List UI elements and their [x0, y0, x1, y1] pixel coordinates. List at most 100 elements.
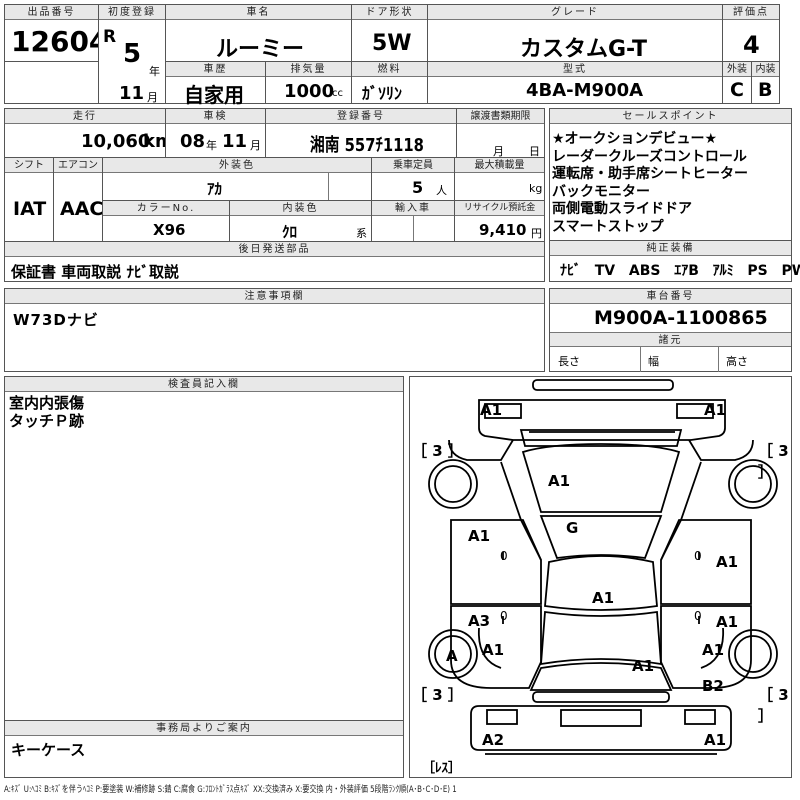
- wheel-right-rear: [728, 629, 778, 679]
- door-cell: ドア形状 5W: [351, 4, 428, 62]
- later-parts: 保証書 車両取説 ﾅﾋﾞ取説: [11, 263, 179, 281]
- inspector-panel: 検査員記入欄 室内内張傷 タッチＰ跡: [4, 376, 404, 721]
- fuel-label: 燃料: [352, 62, 427, 77]
- front-lamp-right: [676, 403, 714, 419]
- mileage-label: 走行: [5, 109, 165, 124]
- tire-top-left: ［ 3 ］: [412, 442, 463, 460]
- ac: AAC: [60, 198, 104, 220]
- equipment-item: ﾅﾋﾞ: [560, 263, 581, 279]
- equipment-list: ﾅﾋﾞ TV ABS ｴｱB ｱﾙﾐ PS PW: [560, 260, 800, 280]
- shift: IAT: [13, 198, 47, 220]
- equipment-item: PS: [747, 263, 768, 279]
- equipment-panel: 純正装備 ﾅﾋﾞ TV ABS ｴｱB ｱﾙﾐ PS PW: [549, 240, 800, 282]
- equipment-item: PW: [781, 263, 800, 279]
- notes-text: W73Dナビ: [13, 311, 99, 329]
- sales-point-item: バックモニター: [552, 183, 650, 200]
- displacement-unit: cc: [332, 88, 343, 99]
- left-front-door: [450, 519, 542, 605]
- rear-panel: [470, 705, 732, 751]
- inspection-month: 11: [222, 131, 248, 152]
- max-load-cell: 最大積載量 kg: [454, 157, 545, 201]
- mark-rear-left: A2: [482, 731, 505, 749]
- chassis-panel: 車台番号 M900A-1100865 諸元 長さ 幅 高さ: [549, 288, 792, 372]
- model: 4BA-M900A: [526, 80, 644, 101]
- right-rear-door: [660, 605, 752, 689]
- sales-points-panel: セールスポイント ★オークションデビュー★ レーダークルーズコントロール 運転席…: [549, 108, 792, 241]
- inspection-year: 08: [180, 131, 206, 152]
- lot-number: 12604: [11, 25, 109, 58]
- shift-label: シフト: [5, 158, 53, 173]
- dims-label: 諸元: [550, 332, 791, 347]
- displacement: 1000: [284, 81, 335, 102]
- door-label: ドア形状: [352, 5, 427, 20]
- mark-hood: A1: [548, 472, 571, 490]
- sales-point-item: ★オークションデビュー★: [552, 131, 718, 147]
- sales-points-label: セールスポイント: [550, 109, 791, 124]
- int-color-label: 内装色: [230, 201, 371, 216]
- model-label: 型式: [428, 62, 722, 77]
- mark-right-rear-quarter: B2: [702, 677, 724, 695]
- wheel-right-front-inner: [734, 465, 772, 503]
- lot-blank-cell: [4, 61, 99, 104]
- windshield: [539, 515, 663, 559]
- equipment-item: ｴｱB: [674, 263, 699, 279]
- tire-top-right: ［ 3 ］: [758, 442, 789, 481]
- transfer-day-unit: 日: [529, 145, 540, 158]
- history-cell: 車歴 自家用: [165, 61, 266, 107]
- rear-lamp-left: [486, 709, 518, 725]
- rear-bumper-strip: [532, 691, 670, 703]
- equipment-label: 純正装備: [550, 241, 791, 256]
- interior-grade: B: [758, 79, 773, 101]
- month-unit: 月: [147, 91, 158, 104]
- length-label: 長さ: [558, 355, 580, 368]
- sales-point-item: スマートストップ: [552, 218, 664, 235]
- sales-point-item: 運転席・助手席シートヒーター: [552, 166, 748, 182]
- displacement-cell: 排気量 1000 cc: [265, 61, 352, 104]
- sales-point-item: レーダークルーズコントロール: [552, 148, 747, 165]
- import-cell: 輸入車: [371, 200, 455, 242]
- score-cell: 評価点 4: [722, 4, 780, 62]
- door-handles: [502, 552, 700, 624]
- ext-color-cell: 外装色 ｱｶ: [102, 157, 372, 201]
- max-load-label: 最大積載量: [455, 158, 544, 173]
- capacity-label: 乗車定員: [372, 158, 454, 173]
- mark-left-rear-door: A3: [468, 612, 491, 630]
- left-rear-fender: [478, 627, 502, 669]
- grade-label: グレード: [428, 5, 722, 20]
- notes-label: 注意事項欄: [5, 289, 544, 304]
- max-load-unit: kg: [529, 182, 543, 195]
- transfer-cell: 譲渡書類期限 月 日: [456, 108, 545, 158]
- recycle-cell: リサイクル預託金 9,410 円: [454, 200, 545, 242]
- mark-left-front-door: A1: [468, 527, 491, 545]
- grade: カスタムG-T: [520, 37, 647, 62]
- mark-left-zero-1: 0: [500, 549, 508, 563]
- recycle-label: リサイクル預託金: [455, 201, 544, 216]
- fuel-cell: 燃料 ｶﾞｿﾘﾝ: [351, 61, 428, 104]
- plate-cell: 登録番号 湘南 557ﾁ1118: [265, 108, 457, 158]
- lot-label: 出品番号: [5, 5, 98, 20]
- office-text: キーケース: [11, 741, 86, 759]
- front-lamp-left: [484, 403, 522, 419]
- first-reg-label: 初度登録: [99, 5, 165, 20]
- height-label: 高さ: [726, 355, 748, 368]
- legend: A:ｷｽﾞ U:ﾍｺﾐ B:ｷｽﾞを伴うﾍｺﾐ P:要塗装 W:補修跡 S:錆 …: [4, 782, 584, 795]
- grille: [519, 429, 683, 447]
- office-panel: 事務局よりご案内 キーケース: [4, 720, 404, 778]
- color-no: X96: [153, 221, 186, 239]
- mark-right-rear-fender: A1: [702, 641, 725, 659]
- ac-cell: エアコン AAC: [53, 157, 103, 242]
- wheel-left-rear: [428, 629, 478, 679]
- plate: 湘南 557ﾁ1118: [310, 131, 449, 157]
- notes-panel: 注意事項欄 W73Dナビ: [4, 288, 545, 372]
- mileage: 10,060: [81, 131, 151, 152]
- first-reg-month: 11: [119, 83, 145, 104]
- mark-rear-right: A1: [704, 731, 727, 749]
- office-label: 事務局よりご案内: [5, 721, 403, 736]
- dims-divider-1: [640, 347, 641, 372]
- later-parts-label: 後日発送部品: [5, 242, 544, 257]
- tire-bottom-left: ［ 3 ］: [412, 686, 463, 704]
- interior-label: 内装: [752, 62, 779, 77]
- roof: [544, 555, 658, 611]
- mark-windshield: G: [566, 519, 579, 537]
- ext-color: ｱｶ: [207, 180, 223, 198]
